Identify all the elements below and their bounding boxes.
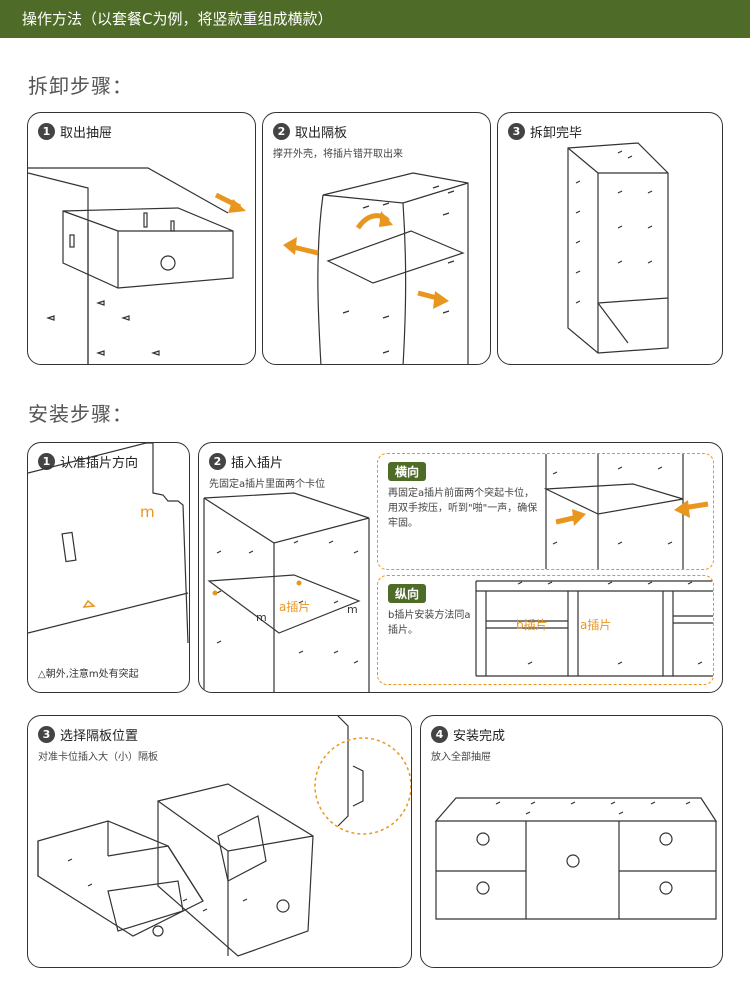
horizontal-illustration — [378, 454, 714, 570]
assembly-step-2-panel: 2 插入插片 先固定a插片里面两个卡位 a插片 m m 横向 再固定a插片前面两… — [198, 442, 723, 693]
a-insert-vertical-label: a插片 — [580, 616, 611, 633]
remove-drawer-illustration — [28, 113, 256, 365]
m-left-label: m — [256, 611, 267, 624]
assembly-title: 安装步骤： — [28, 398, 133, 427]
assembly-step-1-panel: 1 认准插片方向 m △朝外,注意m处有突起 — [27, 442, 190, 693]
disassembled-case-illustration — [498, 113, 723, 365]
a-insert-label: a插片 — [279, 598, 310, 615]
assembly-step-4-panel: 4 安装完成 放入全部抽屉 — [420, 715, 723, 968]
insert-direction-illustration — [28, 443, 190, 693]
remove-shelf-illustration — [263, 113, 491, 365]
assembly-step-3-panel: 3 选择隔板位置 对准卡位插入大（小）隔板 — [27, 715, 412, 968]
horizontal-method-box: 横向 再固定a插片前面两个突起卡位，用双手按压，听到"啪"一声，确保牢固。 — [377, 453, 714, 570]
b-insert-label: b插片 — [516, 616, 548, 633]
disassembly-title: 拆卸步骤： — [28, 70, 133, 99]
header-bar: 操作方法（以套餐C为例，将竖款重组成横款） — [0, 0, 750, 38]
disassembly-step-2-panel: 2 取出隔板 撑开外壳，将插片错开取出来 — [262, 112, 491, 365]
shelf-position-illustration — [28, 716, 412, 968]
orientation-note: △朝外,注意m处有突起 — [38, 665, 139, 680]
m-right-label: m — [347, 603, 358, 616]
disassembly-step-3-panel: 3 拆卸完毕 — [497, 112, 723, 365]
completed-case-illustration — [421, 716, 723, 968]
vertical-method-box: 纵向 b插片安装方法同a插片。 b插片 a插片 — [377, 575, 714, 685]
m-mark-label: m — [140, 503, 155, 521]
disassembly-step-1-panel: 1 取出抽屉 — [27, 112, 256, 365]
